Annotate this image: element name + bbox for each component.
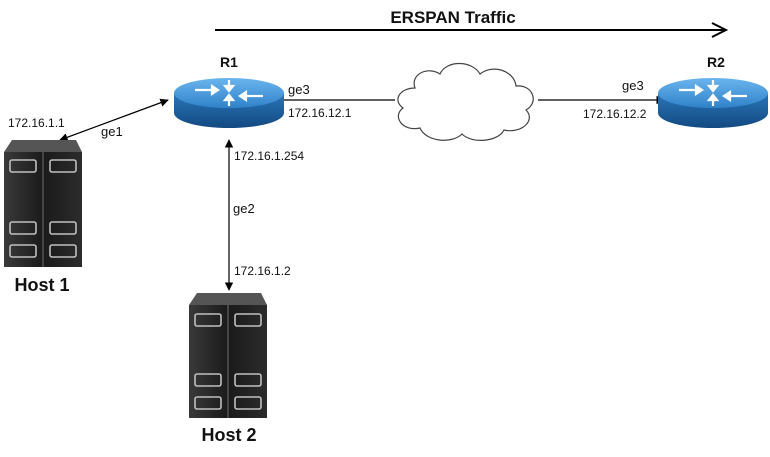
r1-ge2-label: ge2 (233, 201, 255, 216)
link-r1-host1 (59, 98, 169, 142)
r1-ge3-ip-label: 172.16.12.1 (288, 106, 352, 120)
r1-ge2-ip-label: 172.16.1.254 (234, 149, 304, 163)
host2: Host 2 (189, 293, 267, 445)
r2-ge3-label: ge3 (622, 78, 644, 93)
erspan-traffic-title: ERSPAN Traffic (390, 8, 515, 27)
erspan-traffic-arrowhead (711, 22, 729, 38)
r1-ge1-label: ge1 (101, 124, 123, 139)
router-r1: R1 (174, 54, 284, 128)
host1-ip-label: 172.16.1.1 (8, 116, 65, 130)
router-r2-label: R2 (707, 54, 725, 70)
server-icon (189, 293, 267, 418)
server-icon (4, 140, 82, 267)
r2-ge3-ip-label: 172.16.12.2 (583, 107, 647, 121)
host1: Host 1 (4, 140, 82, 295)
links (59, 95, 665, 291)
erspan-traffic-indicator: ERSPAN Traffic (215, 8, 729, 38)
r1-ge3-label: ge3 (288, 82, 310, 97)
router-icon (658, 78, 768, 128)
cloud-icon (397, 62, 534, 141)
link-labels: 172.16.1.1 ge1 ge3 172.16.12.1 ge3 172.1… (8, 78, 647, 278)
host2-ip-label: 172.16.1.2 (234, 264, 291, 278)
host1-label: Host 1 (14, 275, 69, 295)
router-r2: R2 (658, 54, 768, 128)
host2-label: Host 2 (201, 425, 256, 445)
router-r1-label: R1 (220, 54, 238, 70)
router-icon (174, 78, 284, 128)
